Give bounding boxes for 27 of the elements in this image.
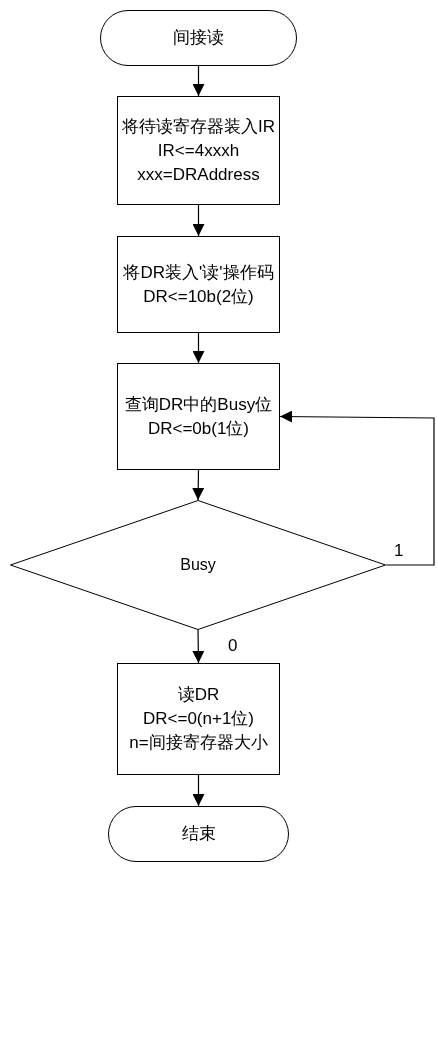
node-text: DR<=0b(1位)	[147, 417, 250, 440]
arrow	[192, 774, 205, 807]
arrow	[279, 410, 435, 566]
terminal-shape	[100, 10, 297, 66]
node-text: DR<=0(n+1位)	[143, 708, 254, 730]
node-text: 读DR	[177, 684, 220, 706]
node-text: IR<=4xxxh	[157, 139, 240, 162]
node-text: Busy	[180, 555, 216, 575]
node-text: DR<=10b(2位)	[143, 285, 254, 308]
arrow	[192, 469, 205, 501]
process-box	[117, 363, 280, 470]
arrow	[192, 629, 205, 664]
process-box	[117, 236, 280, 333]
process-box	[117, 663, 280, 775]
terminal-shape	[108, 806, 289, 862]
decision-diamond	[10, 500, 386, 630]
node-text: 将待读寄存器装入IR	[122, 115, 275, 138]
process-box	[117, 96, 280, 205]
arrow	[192, 204, 205, 237]
node-text: 将DR装入'读'操作码	[123, 261, 274, 284]
node-text: 查询DR中的Busy位	[124, 393, 273, 416]
node-text: n=间接寄存器大小	[129, 732, 268, 754]
arrow	[192, 65, 205, 97]
arrow	[192, 332, 205, 364]
node-text: xxx=DRAddress	[137, 163, 260, 186]
node-text: 间接读	[173, 27, 224, 49]
node-text: 结束	[181, 823, 216, 845]
